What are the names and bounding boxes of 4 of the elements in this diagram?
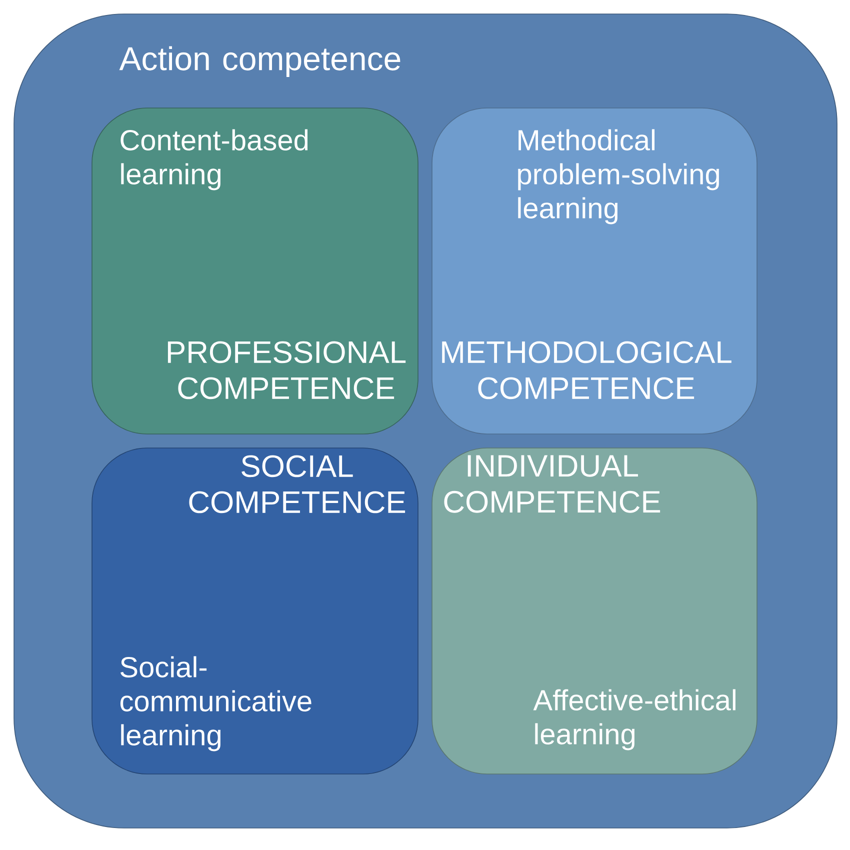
competence-box: Methodical problem-solving learning METHODOLOGICAL COMPETENCE (432, 108, 758, 434)
competence-box: INDIVIDUAL COMPETENCE Affective-ethical learning (432, 448, 758, 774)
competence-box: SOCIAL COMPETENCE Social-communicative learning (92, 448, 418, 774)
competence-box: Content-based learning PROFESSIONAL COMPETENCE (92, 108, 418, 434)
